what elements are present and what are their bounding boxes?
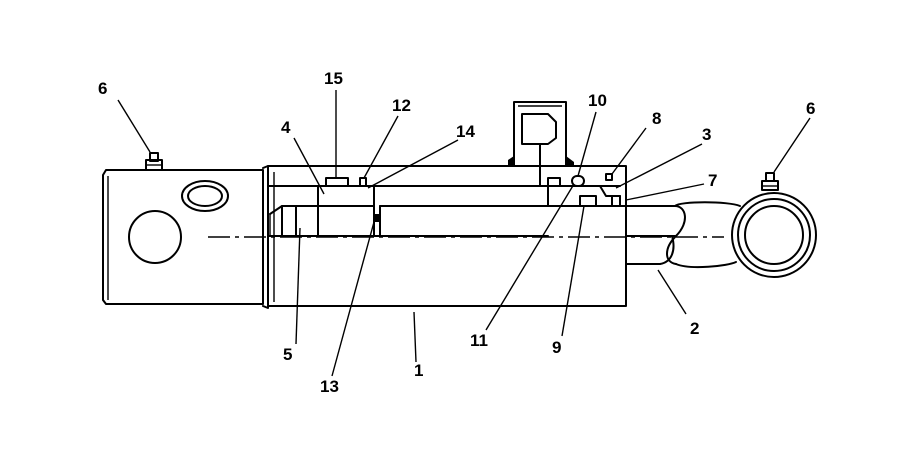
bottom-pin-boss (128, 210, 182, 264)
callout-8: 8 (652, 109, 661, 128)
callout-9: 9 (552, 338, 561, 357)
callout-labels: 6 6 15 12 4 14 10 8 3 7 5 13 1 11 9 2 (98, 69, 815, 396)
piston-assembly (269, 177, 381, 237)
callout-15: 15 (324, 69, 343, 88)
callout-5: 5 (283, 345, 292, 364)
callout-7: 7 (708, 171, 717, 190)
callout-11: 11 (470, 331, 488, 350)
cylinder-head (547, 173, 621, 207)
callout-14: 14 (456, 122, 475, 141)
callout-13: 13 (320, 377, 339, 396)
callout-12: 12 (392, 96, 411, 115)
rod-eye (731, 192, 817, 278)
rod-port-block (508, 101, 574, 187)
callout-6-rod: 6 (806, 99, 815, 118)
callout-3: 3 (702, 125, 711, 144)
grease-fitting-rod (761, 172, 779, 191)
callout-1: 1 (414, 361, 423, 380)
piston-rod (379, 201, 741, 269)
grease-fitting-bottom (145, 152, 163, 171)
leader-lines (117, 90, 811, 377)
bottom-port (181, 180, 229, 212)
callout-2: 2 (690, 319, 699, 338)
callout-6-bottom: 6 (98, 79, 107, 98)
callout-10: 10 (588, 91, 607, 110)
callout-4: 4 (281, 118, 291, 137)
